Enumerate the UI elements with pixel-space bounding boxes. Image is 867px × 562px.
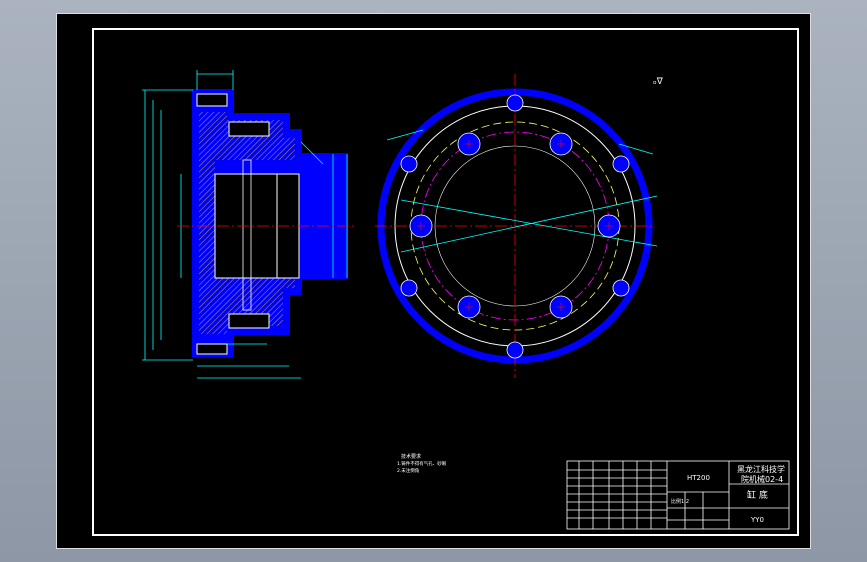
rim-hole <box>400 279 418 297</box>
dim-leader-2 <box>618 143 654 155</box>
top-port <box>228 121 270 137</box>
title-block <box>566 460 790 530</box>
view-cube-label: ₒ∇ <box>653 77 664 87</box>
oil-passage <box>242 159 252 311</box>
title-part-name: 缸 底 <box>747 489 768 501</box>
tech-notes-title: 技术要求 <box>401 453 421 460</box>
front-view: ₒ∇ <box>375 74 664 378</box>
title-school-line2: 院机械02-4 <box>741 474 783 484</box>
technical-notes: 技术要求 1.铸件不得有气孔、砂眼 2.未注倒角 <box>397 453 447 474</box>
title-scale: 比例1:2 <box>671 498 689 505</box>
tech-notes-line2: 2.未注倒角 <box>397 467 419 474</box>
cad-drawing: ₒ∇ 技术要求 1.铸件不得有气孔、砂眼 2.未注倒角 HT200 <box>92 28 799 536</box>
tech-notes-line1: 1.铸件不得有气孔、砂眼 <box>397 460 447 467</box>
flange-hole-bottom <box>196 343 228 355</box>
rim-hole <box>400 155 418 173</box>
rim-hole <box>506 94 524 112</box>
drawing-frame-outer <box>92 28 799 536</box>
title-material: HT200 <box>687 474 710 482</box>
rim-hole <box>612 155 630 173</box>
hole-crosshairs <box>417 140 613 311</box>
dim-diagonal-2 <box>400 195 658 253</box>
bolt-holes-small <box>400 94 630 359</box>
flange-hole-top <box>196 93 228 107</box>
title-drawing-number: YY0 <box>750 516 764 524</box>
rim-hole <box>612 279 630 297</box>
bottom-port <box>228 313 270 329</box>
dim-leader-1 <box>386 129 424 141</box>
section-view <box>142 70 357 379</box>
cad-viewport[interactable]: ₒ∇ 技术要求 1.铸件不得有气孔、砂眼 2.未注倒角 HT200 <box>56 13 811 549</box>
rim-hole <box>506 341 524 359</box>
title-school-line1: 黑龙江科技学 <box>737 464 785 474</box>
dim-diagonal-1 <box>400 199 658 247</box>
